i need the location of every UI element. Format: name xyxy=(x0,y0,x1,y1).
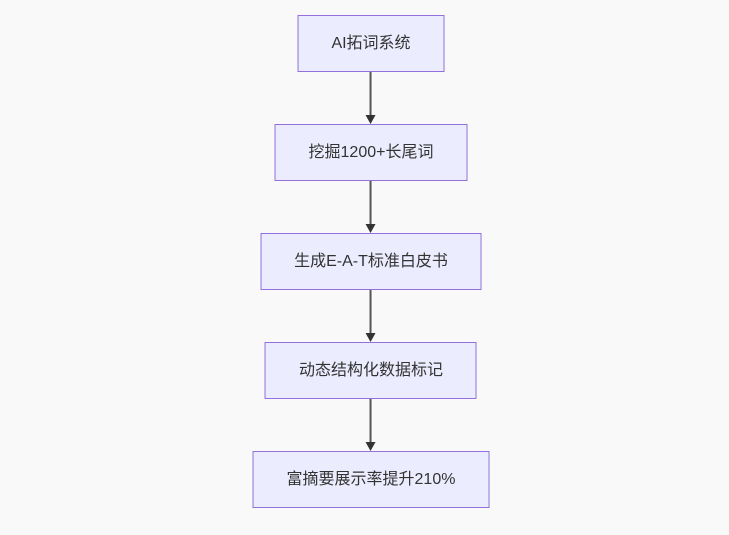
arrow-down-icon xyxy=(366,224,376,233)
arrow-line xyxy=(370,72,372,115)
flow-edge-2-3 xyxy=(366,181,376,233)
arrow-down-icon xyxy=(366,333,376,342)
arrow-line xyxy=(370,181,372,224)
flowchart-node-ai-word-system: AI拓词系统 xyxy=(297,15,445,72)
flow-edge-4-5 xyxy=(366,399,376,451)
flow-edge-1-2 xyxy=(366,72,376,124)
flowchart-column: AI拓词系统 挖掘1200+长尾词 生成E-A-T标准白皮书 动态结构化数据标记… xyxy=(252,15,490,508)
flowchart-node-longtail-mining: 挖掘1200+长尾词 xyxy=(274,124,468,181)
flow-edge-3-4 xyxy=(366,290,376,342)
arrow-line xyxy=(370,399,372,442)
flowchart-node-structured-data: 动态结构化数据标记 xyxy=(264,342,477,399)
arrow-line xyxy=(370,290,372,333)
arrow-down-icon xyxy=(366,115,376,124)
arrow-down-icon xyxy=(366,442,376,451)
flowchart-node-rich-snippet-result: 富摘要展示率提升210% xyxy=(252,451,490,508)
flowchart-node-eat-whitepaper: 生成E-A-T标准白皮书 xyxy=(260,233,482,290)
